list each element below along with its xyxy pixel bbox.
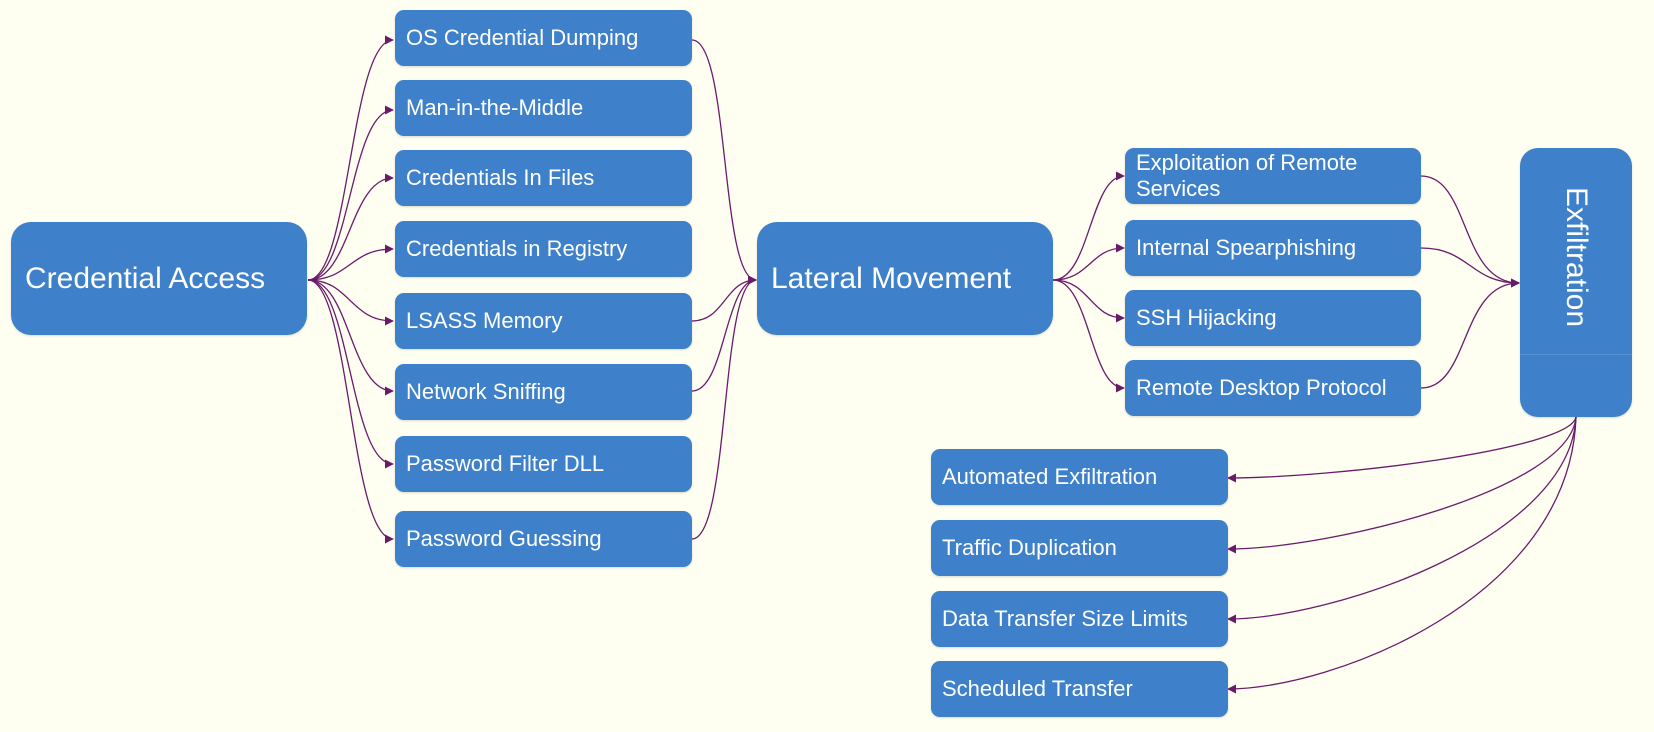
node-remote-desktop-protocol[interactable]: Remote Desktop Protocol [1125,360,1421,416]
node-label: Lateral Movement [771,261,1012,295]
node-label: SSH Hijacking [1136,304,1277,330]
edge-credential-to-mitm [307,105,394,281]
node-lsass-memory[interactable]: LSASS Memory [395,293,692,349]
edge-exfiltration-to-size-limits [1227,416,1577,624]
node-label: Exploitation of Remote Services [1136,149,1358,201]
node-label: Remote Desktop Protocol [1136,374,1387,400]
node-automated-exfiltration[interactable]: Automated Exfiltration [931,449,1228,505]
edge-exfiltration-to-scheduled [1227,416,1577,694]
edge-exfiltration-to-automated [1227,416,1577,483]
edge-lsass-to-lateral [691,275,757,322]
edge-credential-to-sniffing [307,279,394,396]
edge-credential-to-guessing [307,279,394,544]
node-password-guessing[interactable]: Password Guessing [395,511,692,567]
node-label: Network Sniffing [406,378,566,404]
edge-exploitation-to-exfiltration [1420,175,1520,288]
edge-credential-to-lsass [307,279,394,326]
edge-exfiltration-to-traffic [1227,416,1577,554]
node-credentials-in-registry[interactable]: Credentials in Registry [395,221,692,277]
node-label: Man-in-the-Middle [406,94,584,120]
node-label: Credentials In Files [406,164,595,190]
node-label: Password Guessing [406,525,602,551]
node-label: Credentials in Registry [406,235,628,261]
edge-guessing-to-lateral [691,275,757,540]
node-label: Traffic Duplication [942,534,1117,560]
edge-lateral-to-spearphishing [1052,243,1125,281]
node-man-in-the-middle[interactable]: Man-in-the-Middle [395,80,692,136]
node-label: Internal Spearphishing [1136,234,1357,260]
edge-credential-to-registry [307,244,394,281]
edge-os-dumping-to-lateral [691,39,757,285]
edge-lateral-to-ssh [1052,279,1125,323]
node-label: Data Transfer Size Limits [942,605,1188,631]
node-label: Password Filter DLL [406,450,605,476]
edge-credential-to-files [307,173,394,281]
node-lateral-movement[interactable]: Lateral Movement [757,222,1053,335]
node-password-filter-dll[interactable]: Password Filter DLL [395,436,692,492]
edge-rdp-to-exfiltration [1420,278,1520,389]
node-label: Scheduled Transfer [942,675,1133,701]
node-credential-access[interactable]: Credential Access [11,222,307,335]
node-exploitation-remote-services[interactable]: Exploitation of Remote Services [1125,148,1421,204]
node-credentials-in-files[interactable]: Credentials In Files [395,150,692,206]
node-label: OS Credential Dumping [406,24,639,50]
node-label: LSASS Memory [406,307,563,333]
edge-spearphishing-to-exfiltration [1420,247,1520,288]
edge-sniffing-to-lateral [691,275,757,392]
edge-lateral-to-rdp [1052,279,1125,393]
edge-lateral-to-exploitation [1052,171,1125,281]
node-ssh-hijacking[interactable]: SSH Hijacking [1125,290,1421,346]
node-data-transfer-size-limits[interactable]: Data Transfer Size Limits [931,591,1228,647]
node-divider [1520,354,1632,355]
node-traffic-duplication[interactable]: Traffic Duplication [931,520,1228,576]
edge-credential-to-os-dumping [307,35,394,281]
node-network-sniffing[interactable]: Network Sniffing [395,364,692,420]
node-internal-spearphishing[interactable]: Internal Spearphishing [1125,220,1421,276]
node-label: Credential Access [25,261,266,295]
node-os-credential-dumping[interactable]: OS Credential Dumping [395,10,692,66]
node-label: Automated Exfiltration [942,463,1158,489]
node-exfiltration[interactable]: Exfiltration [1520,148,1632,417]
edge-credential-to-filter-dll [307,279,394,469]
node-label: Exfiltration [1560,186,1593,327]
node-scheduled-transfer[interactable]: Scheduled Transfer [931,661,1228,717]
